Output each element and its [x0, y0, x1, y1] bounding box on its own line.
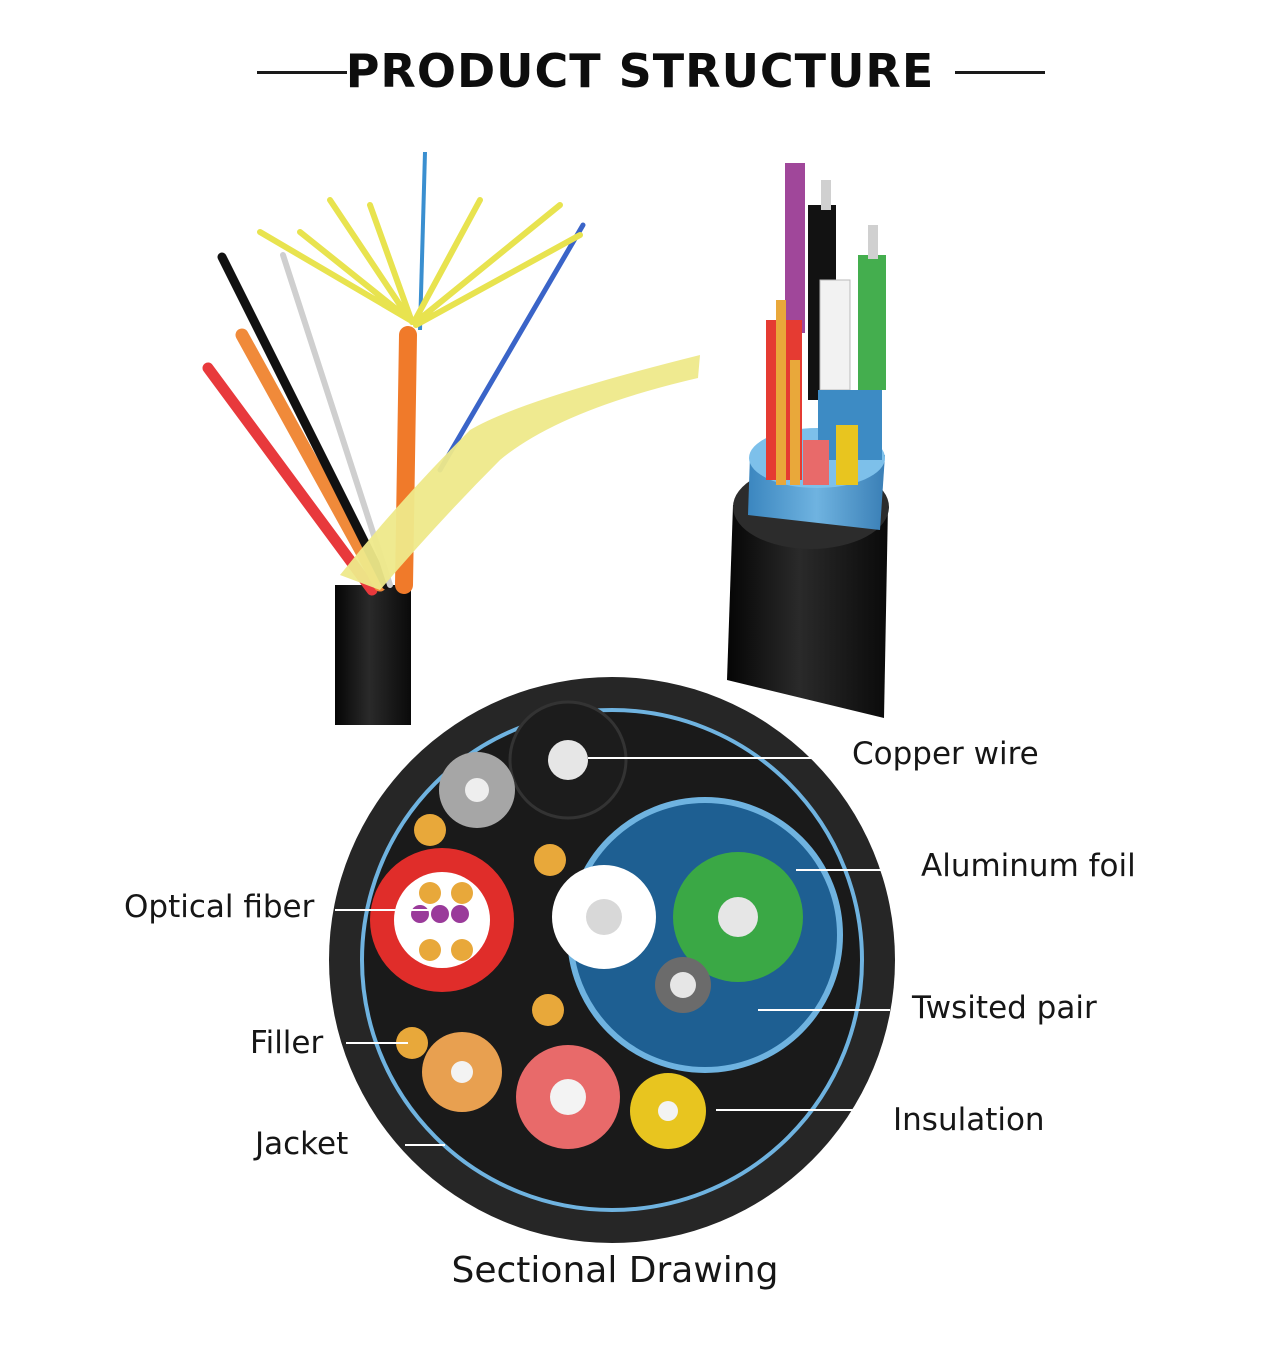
diagram-caption: Sectional Drawing — [451, 1250, 779, 1291]
left-cable-jacket — [335, 585, 411, 725]
right-black-wire-core — [821, 180, 831, 210]
right-pink-wire — [803, 440, 829, 485]
left-aramid-yarn — [340, 355, 700, 590]
tube-filler-2 — [451, 882, 473, 904]
left-silver-wire — [280, 252, 393, 588]
white-wire-core — [586, 899, 622, 935]
title-rule-left — [257, 71, 347, 74]
label-optical-fiber: Optical fiber — [124, 889, 315, 925]
right-cable-jacket — [727, 505, 888, 718]
title-block: PRODUCT STRUCTURE — [0, 40, 1280, 110]
filler-4 — [396, 1027, 428, 1059]
yellow-wire-core — [658, 1101, 678, 1121]
page-title: PRODUCT STRUCTURE — [345, 44, 935, 98]
right-cable-photo — [727, 163, 889, 718]
green-wire-core — [718, 897, 758, 937]
label-twisted-pair: Twsited pair — [912, 990, 1097, 1026]
tube-filler-3 — [419, 939, 441, 961]
label-copper-wire: Copper wire — [852, 736, 1039, 772]
left-blue-wire — [437, 222, 586, 473]
left-black-wire — [217, 252, 391, 590]
left-orange-wire — [235, 328, 387, 592]
sectional-drawing — [329, 677, 895, 1243]
fiber-3 — [451, 905, 469, 923]
right-filler-2 — [790, 360, 800, 485]
title-rule-right — [955, 71, 1045, 74]
tube-filler-4 — [451, 939, 473, 961]
fiber-1 — [411, 905, 429, 923]
right-white-wire — [819, 279, 851, 391]
label-insulation: Insulation — [893, 1102, 1045, 1138]
filler-2 — [534, 844, 566, 876]
pink-wire-core — [550, 1079, 586, 1115]
right-yellow-wire — [836, 425, 858, 485]
left-aramid-strands — [257, 197, 583, 328]
grey-wire-core — [465, 778, 489, 802]
right-purple-fiber — [785, 163, 805, 333]
filler-3 — [532, 994, 564, 1026]
left-red-wire — [202, 362, 378, 596]
fiber-2 — [431, 905, 449, 923]
right-filler-1 — [776, 300, 786, 485]
label-filler: Filler — [250, 1025, 324, 1061]
left-blue-fiber — [418, 151, 427, 331]
label-jacket: Jacket — [255, 1126, 349, 1162]
copper-wire-core — [548, 740, 588, 780]
twisted-pair-core — [670, 972, 696, 998]
tube-filler-1 — [419, 882, 441, 904]
right-green-wire-core — [868, 225, 878, 259]
label-aluminum-foil: Aluminum foil — [921, 848, 1136, 884]
orange-wire-core — [451, 1061, 473, 1083]
right-green-wire — [858, 255, 886, 390]
filler-1 — [414, 814, 446, 846]
leader-lines — [335, 757, 890, 1146]
left-cable-photo — [202, 151, 700, 725]
